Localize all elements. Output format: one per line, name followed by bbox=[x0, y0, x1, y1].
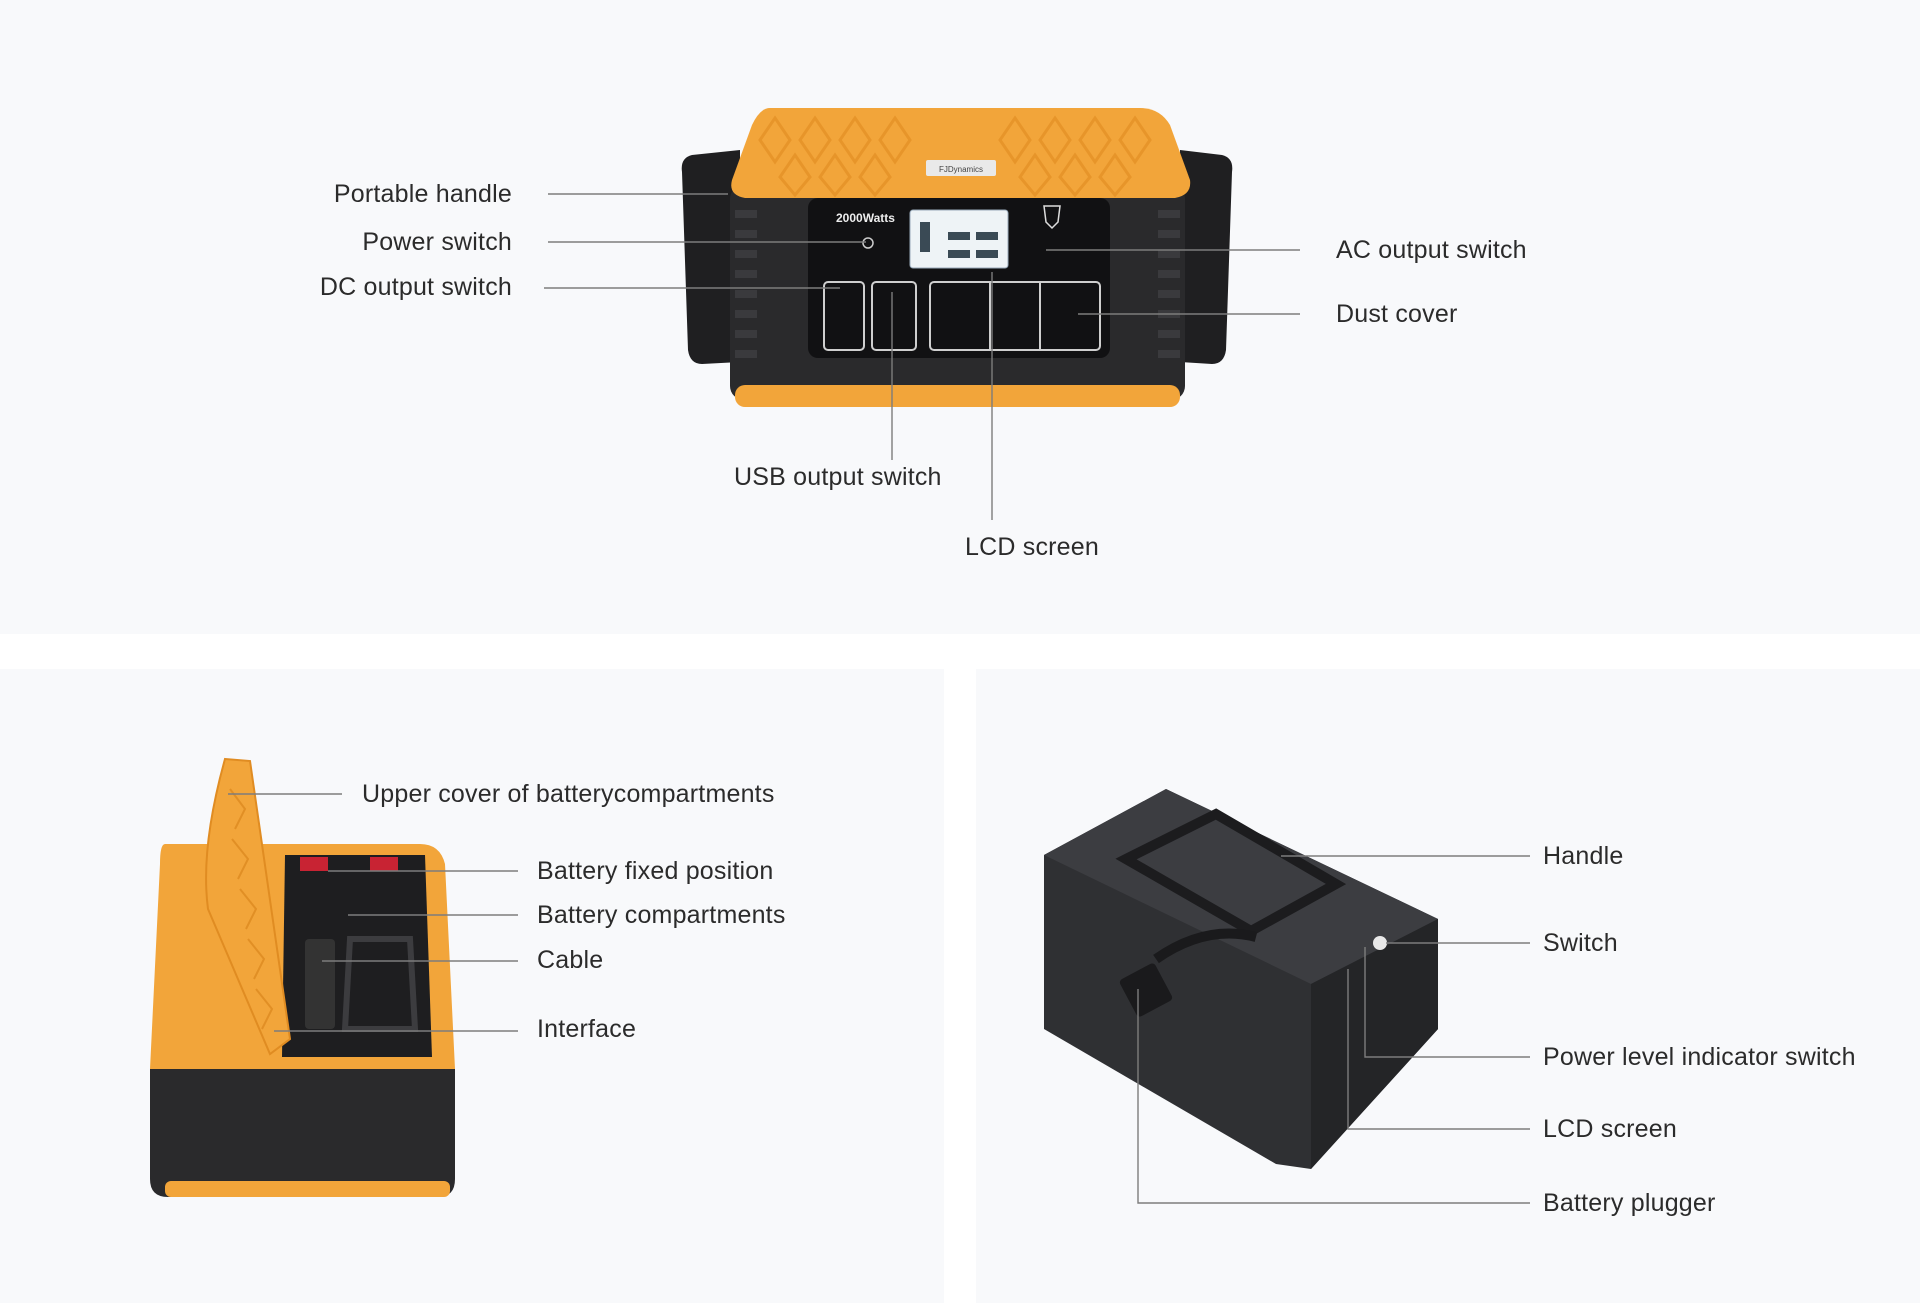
label-power-switch: Power switch bbox=[362, 228, 512, 256]
label-battery-fixed-position: Battery fixed position bbox=[537, 857, 774, 885]
top-lid-shape bbox=[731, 108, 1191, 198]
bottom-left-panel-battery-compartment: Upper cover of batterycompartments Batte… bbox=[0, 669, 944, 1303]
bottom-rim-shape bbox=[735, 385, 1180, 407]
label-battery-compartments: Battery compartments bbox=[537, 901, 786, 929]
base-body-shape bbox=[150, 1069, 455, 1197]
bottom-right-panel-battery-pack: Handle Switch Power level indicator swit… bbox=[976, 669, 1920, 1303]
dc-socket-shape bbox=[823, 281, 865, 351]
cable-connector-shape bbox=[305, 939, 335, 1029]
front-panel-shape bbox=[808, 198, 1110, 358]
battery-top-shape bbox=[1044, 789, 1438, 984]
battery-pack-illustration bbox=[1044, 789, 1530, 1204]
compartment-illustration bbox=[150, 757, 518, 1197]
right-handle-shape bbox=[1180, 150, 1233, 364]
device-model-text: 2000Watts bbox=[836, 211, 895, 225]
label-dc-output-switch: DC output switch bbox=[319, 273, 512, 301]
label-lcd-screen: LCD screen bbox=[965, 533, 1099, 561]
power-button-shape bbox=[862, 237, 874, 249]
top-device-illustration: FJDynamics 2000Watts bbox=[544, 108, 1300, 520]
device-brand-text: FJDynamics bbox=[939, 165, 983, 174]
label-usb-output-switch: USB output switch bbox=[734, 463, 942, 491]
red-terminal-2 bbox=[370, 857, 398, 871]
label-handle: Handle bbox=[1543, 842, 1624, 870]
label-battery-plugger: Battery plugger bbox=[1543, 1189, 1716, 1217]
label-ac-output-switch: AC output switch bbox=[1336, 236, 1527, 264]
label-interface: Interface bbox=[537, 1015, 637, 1043]
top-panel-power-station: FJDynamics 2000Watts Portable handle Pow… bbox=[0, 0, 1920, 634]
label-dust-cover: Dust cover bbox=[1336, 300, 1458, 328]
usb-socket-shape bbox=[871, 281, 917, 351]
leader-battery-lcd bbox=[1347, 969, 1530, 1130]
ac-symbol-shape bbox=[1043, 205, 1061, 230]
open-lid-shape bbox=[205, 757, 292, 1056]
battery-handle-shape bbox=[1115, 808, 1347, 937]
battery-plug-shape bbox=[1119, 963, 1173, 1017]
label-battery-lcd-screen: LCD screen bbox=[1543, 1115, 1677, 1143]
label-portable-handle: Portable handle bbox=[333, 180, 512, 208]
brand-plate-shape bbox=[926, 160, 996, 176]
label-cable: Cable bbox=[537, 946, 604, 974]
label-power-level-indicator-switch: Power level indicator switch bbox=[1543, 1043, 1856, 1071]
label-upper-cover: Upper cover of batterycompartments bbox=[362, 780, 775, 808]
red-terminal-1 bbox=[300, 857, 328, 871]
label-switch: Switch bbox=[1543, 929, 1618, 957]
leader-power-level bbox=[1364, 947, 1530, 1058]
ac-socket-shape bbox=[929, 281, 1101, 351]
battery-side-shape bbox=[1311, 919, 1438, 1169]
battery-switch-shape bbox=[1373, 936, 1387, 950]
left-handle-shape bbox=[681, 150, 740, 364]
leader-battery-plugger bbox=[1137, 989, 1530, 1204]
